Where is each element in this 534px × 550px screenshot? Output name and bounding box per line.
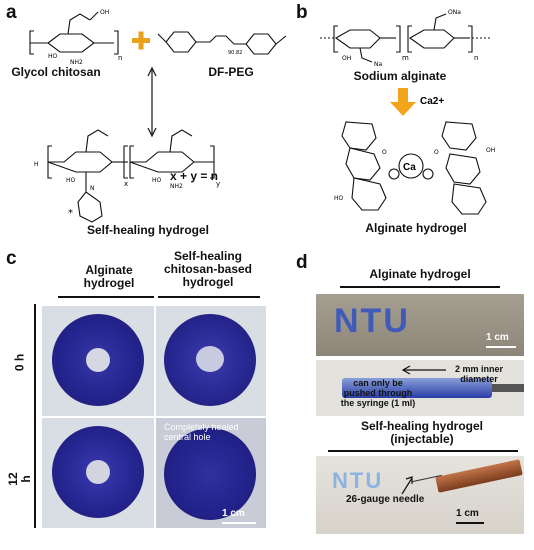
title-underline-2 (328, 450, 518, 452)
scale-bar-c (222, 522, 256, 524)
glycol-chitosan-label: Glycol chitosan (11, 65, 101, 79)
alginate-na: Na (374, 61, 382, 68)
double-arrow-icon (147, 66, 157, 138)
ca2-label: Ca2+ (420, 96, 444, 107)
arrow-up-icon (401, 476, 413, 495)
hydrogel-n-atom: N (90, 185, 95, 192)
photo-chitosan-12h: Completely healed central hole 1 cm (156, 418, 266, 528)
photo-alginate-0h (42, 306, 154, 416)
row-axis-line (34, 304, 36, 528)
panel-label-c: c (6, 248, 17, 269)
alginate-m: m (402, 54, 409, 62)
column-divider-2 (158, 296, 260, 298)
panel-label-a: a (6, 2, 17, 23)
alginate-hydrogel-title: Alginate hydrogel (369, 267, 471, 281)
panel-label-d: d (296, 252, 308, 273)
arrow-left-icon (401, 365, 446, 375)
row-label-0h: 0 h (12, 353, 27, 372)
hydrogel-structure (47, 129, 215, 223)
title-underline-1 (340, 286, 500, 288)
hydrogel-nh2: NH2 (170, 183, 183, 190)
alginate-hydrogel-label-b: Alginate hydrogel (365, 221, 467, 235)
egg-ho: HO (334, 195, 344, 202)
scale-bar-d1 (486, 346, 516, 348)
column-label-alginate: Alginate hydrogel (83, 263, 135, 290)
sodium-alginate-label: Sodium alginate (353, 69, 447, 83)
diameter-note: 2 mm inner diameter (454, 364, 503, 384)
chitosan-n: n (118, 54, 122, 62)
scale-bar-d2 (456, 522, 484, 524)
egg-box-structure (341, 121, 487, 215)
egg-o-1: O (382, 149, 387, 156)
needle-label: 26-gauge needle (346, 494, 425, 505)
alginate-n: n (474, 54, 478, 62)
panel-b-scheme: m n ONa Na OH Ca2+ Ca HO OH O O (320, 9, 495, 215)
hydrogel-ho: HO (66, 177, 76, 184)
row-label-12h: 12 h (6, 472, 33, 486)
ntu-text-alginate: NTU (334, 302, 410, 340)
ca-label: Ca (403, 162, 416, 173)
chitosan-ho: HO (48, 53, 58, 60)
peg-subscript: 90.82 (228, 50, 242, 56)
scale-label-c: 1 cm (222, 508, 245, 519)
self-healing-title: Self-healing hydrogel (injectable) (360, 419, 483, 446)
ntu-text-injectable: NTU (332, 468, 384, 493)
equation-label: x + y = n (169, 169, 219, 183)
arrow-down-icon (390, 88, 416, 116)
plus-icon (132, 31, 150, 50)
sodium-alginate-structure (320, 13, 492, 63)
egg-o-2: O (434, 149, 439, 156)
annotation-healed: Completely healed central hole (164, 422, 239, 442)
hydrogel-star: * (68, 208, 73, 219)
photo-alginate-12h (42, 418, 154, 528)
chitosan-nh2: NH2 (70, 59, 83, 66)
egg-oh: OH (486, 147, 495, 154)
syringe-note: can only be pushed through the syringe (… (340, 378, 416, 408)
scale-label-d2: 1 cm (456, 508, 479, 519)
hydrogel-y: y (216, 180, 220, 188)
photo-ntu-injectable: NTU 1 cm (316, 456, 524, 534)
column-divider-1 (58, 296, 154, 298)
hydrogel-ho-2: HO (152, 177, 162, 184)
photo-ntu-alginate: NTU 1 cm (316, 294, 524, 356)
df-peg-structure (157, 31, 287, 55)
alginate-ona: ONa (448, 9, 461, 16)
df-peg-label: DF-PEG (208, 65, 254, 79)
glycol-chitosan-structure (29, 11, 119, 55)
hydrogel-x: x (124, 180, 128, 188)
column-label-chitosan: Self-healing chitosan-based hydrogel (163, 249, 253, 289)
panel-label-b: b (296, 2, 308, 23)
photo-chitosan-0h (156, 306, 266, 416)
panel-a-scheme: n HO NH2 OH 90.82 H HO N x y H (29, 9, 287, 223)
hydrogel-h: H (34, 161, 39, 168)
self-healing-hydrogel-label: Self-healing hydrogel (86, 223, 209, 237)
scale-label-d1: 1 cm (486, 332, 509, 343)
chitosan-oh: OH (100, 9, 109, 16)
alginate-oh: OH (342, 55, 351, 62)
photo-syringe (316, 360, 524, 416)
